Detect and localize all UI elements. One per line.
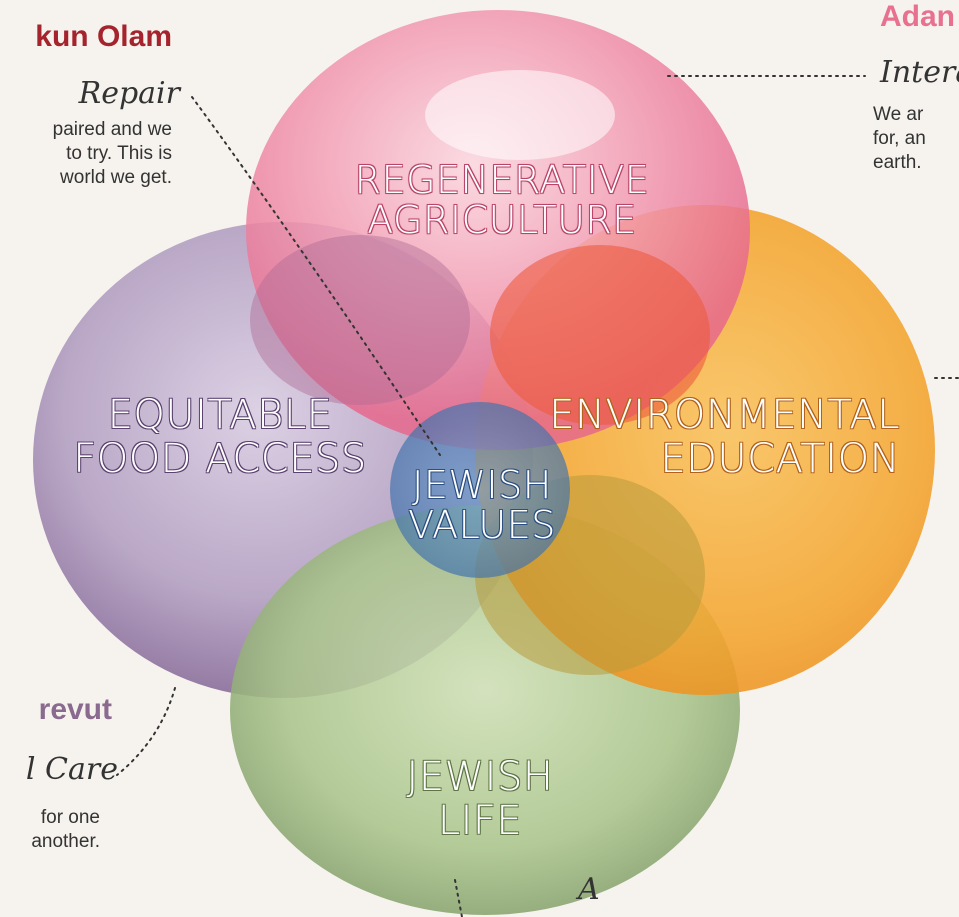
label-jewish-life: JEWISH LIFE: [385, 755, 575, 843]
value-subtitle: Repair: [78, 76, 180, 111]
value-text: for, an: [873, 128, 926, 149]
value-title: Adan: [880, 0, 955, 33]
label-line: EDUCATION: [660, 436, 900, 482]
value-text: earth.: [873, 152, 922, 173]
label-line: AGRICULTURE: [367, 198, 637, 242]
label-environmental-education: ENVIRONMENTAL EDUCATION: [520, 393, 900, 481]
value-text: to try. This is: [66, 143, 172, 164]
overlap-mauve: [250, 235, 470, 405]
value-subtitle: l Care: [25, 752, 118, 787]
overlap-red: [490, 245, 710, 425]
label-line: VALUES: [408, 503, 556, 547]
value-text: for one: [40, 807, 100, 828]
value-text: world we get.: [60, 167, 172, 188]
label-line: LIFE: [437, 798, 523, 844]
value-text: paired and we: [52, 119, 172, 140]
label-line: ENVIRONMENTAL: [549, 392, 900, 438]
label-jewish-values: JEWISH VALUES: [392, 465, 572, 545]
value-title: kun Olam: [35, 20, 172, 53]
connector-line-arevut: [116, 687, 176, 776]
center-circle: [390, 402, 570, 578]
value-subtitle: Intera: [880, 55, 959, 90]
value-title: revut: [38, 693, 112, 726]
value-bottom-subtitle: A: [578, 872, 600, 907]
value-text: another.: [31, 831, 100, 852]
label-equitable-food-access: EQUITABLE FOOD ACCESS: [65, 393, 375, 481]
pink-highlight: [425, 70, 615, 160]
label-line: REGENERATIVE: [354, 158, 650, 202]
label-line: JEWISH: [406, 754, 554, 800]
value-text: We ar: [873, 104, 924, 125]
label-line: JEWISH: [412, 463, 552, 507]
connector-line-tikkun: [191, 96, 441, 456]
label-regenerative-agriculture: REGENERATIVE AGRICULTURE: [322, 160, 682, 240]
label-line: EQUITABLE: [107, 392, 333, 438]
label-line: FOOD ACCESS: [73, 436, 367, 482]
connector-line-bottom: [454, 879, 463, 917]
